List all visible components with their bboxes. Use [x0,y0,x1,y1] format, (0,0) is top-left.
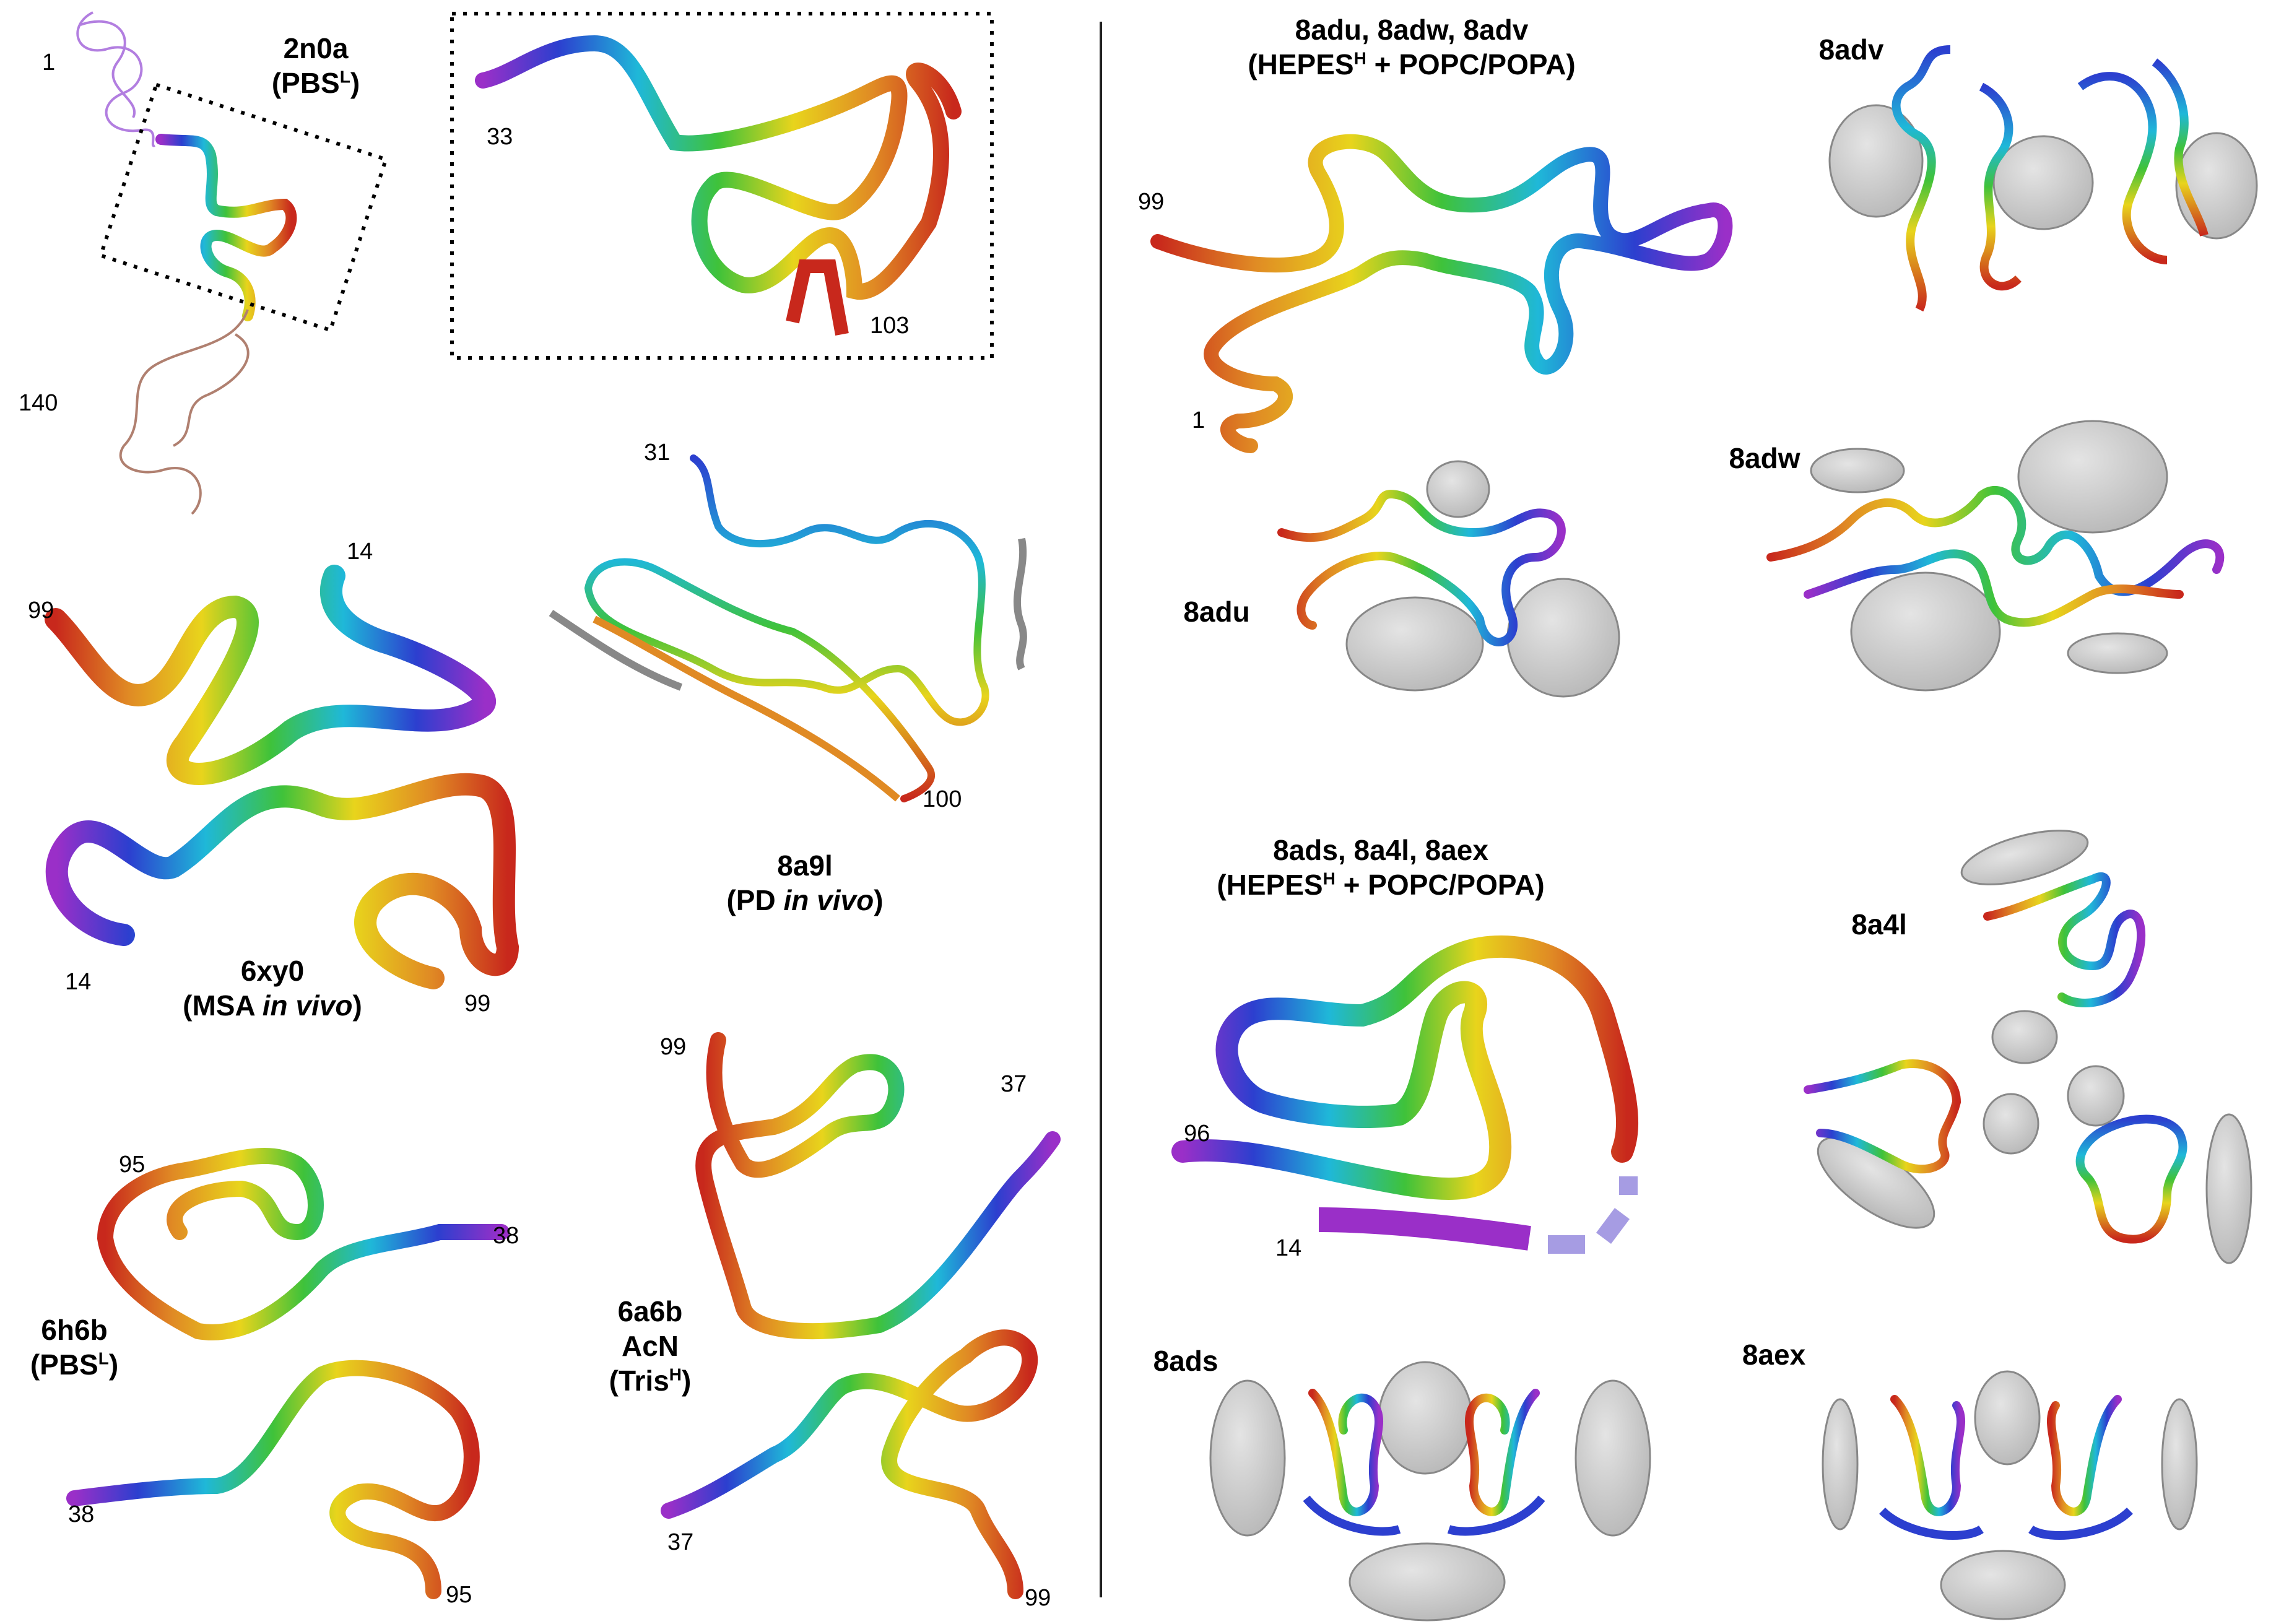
panel-6xy0-structure [45,565,519,989]
panel-6h6b-structure [66,1148,510,1599]
6xy0-residue-d: 99 [464,991,491,1017]
8a4l-structure [1804,830,2252,1264]
6h6b-residue-b: 38 [493,1223,519,1249]
8a9l-residue-start: 31 [644,440,671,466]
6a6b-residue-b: 37 [1001,1071,1027,1097]
label-group2: 8ads, 8a4l, 8aex (HEPESH + POPC/POPA) [1217,834,1545,901]
8adv-structure [1828,45,2258,312]
label-8aex: 8aex [1742,1339,1806,1371]
label-8adv: 8adv [1818,33,1884,66]
inset-residue-end: 103 [870,313,910,339]
label-8a4l: 8a4l [1851,908,1907,940]
6xy0-residue-b: 99 [28,597,54,623]
disordered-n-terminus [76,11,155,147]
6a6b-residue-a: 99 [660,1034,687,1060]
disordered-c-terminus [119,309,249,515]
residue-label-c: 140 [19,390,58,416]
6h6b-residue-c: 38 [68,1501,95,1527]
label-6xy0: 6xy0 (MSA in vivo) [183,955,362,1022]
panel-2n0a-structure [76,11,297,515]
6a6b-residue-d: 99 [1025,1585,1051,1611]
label-8a9l: 8a9l (PD in vivo) [726,849,884,916]
8aex-structure [1822,1370,2198,1620]
group2-residue-end: 14 [1275,1235,1302,1261]
8a9l-residue-end: 100 [923,786,962,812]
6h6b-residue-a: 95 [119,1152,146,1178]
label-8adw: 8adw [1729,442,1800,474]
6h6b-residue-d: 95 [446,1582,472,1608]
8ads-structure [1209,1361,1651,1622]
panel-divider [1100,22,1102,1597]
residue-label-n: 1 [42,50,56,76]
8adw-structure [1766,420,2225,692]
label-8ads: 8ads [1153,1345,1218,1377]
label-6a6b: 6a6b AcN (TrisH) [609,1295,692,1397]
label-8adu: 8adu [1183,596,1250,628]
6xy0-residue-c: 14 [65,969,92,995]
group1-residue-end: 1 [1192,407,1205,433]
8adu-structure [1277,460,1620,698]
inset-residue-start: 33 [487,124,513,150]
6xy0-residue-a: 14 [347,539,373,565]
group1-main-structure [1150,134,1733,453]
panel-6a6b-structure [661,1032,1061,1599]
label-6h6b: 6h6b (PBSL) [30,1314,119,1381]
zoom-inset-structure [475,35,962,336]
group2-main-structure [1171,935,1638,1254]
fibril-core-ribbon [155,134,297,321]
6a6b-residue-c: 37 [667,1529,694,1555]
panel-8a9l-structure [549,454,1027,802]
label-group1: 8adu, 8adw, 8adv (HEPESH + POPC/POPA) [1248,14,1576,80]
group1-residue-start: 99 [1138,189,1165,215]
zoom-inset-box [450,12,994,360]
label-2n0a: 2n0a (PBSL) [271,32,360,99]
group2-residue-start: 96 [1184,1121,1210,1147]
